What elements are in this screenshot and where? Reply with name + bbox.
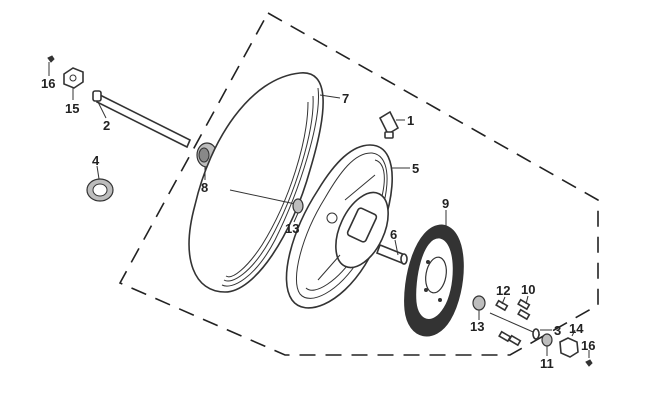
callout-8: 8 bbox=[201, 180, 208, 195]
wheel-rim bbox=[285, 144, 393, 309]
callout-11: 11 bbox=[540, 356, 554, 371]
axle-nut bbox=[63, 67, 84, 89]
washer-3 bbox=[532, 328, 540, 340]
callout-6: 6 bbox=[390, 227, 397, 242]
nut-14 bbox=[559, 337, 579, 358]
callout-13-left: 13 bbox=[285, 221, 299, 236]
assembly-boundary bbox=[118, 11, 599, 356]
callout-13-right: 13 bbox=[470, 319, 484, 334]
tire-valve bbox=[378, 110, 400, 139]
axle bbox=[92, 90, 192, 149]
tire bbox=[188, 72, 324, 293]
callout-1: 1 bbox=[407, 113, 414, 128]
callout-12: 12 bbox=[496, 283, 510, 298]
callout-5: 5 bbox=[412, 161, 419, 176]
collar bbox=[375, 243, 408, 265]
callout-9: 9 bbox=[442, 196, 449, 211]
bolt-set bbox=[489, 298, 541, 347]
callout-7: 7 bbox=[342, 91, 349, 106]
callout-labels: 16 15 2 4 8 7 1 5 13 6 9 12 10 13 3 11 1… bbox=[41, 76, 595, 371]
callout-4: 4 bbox=[92, 153, 100, 168]
callout-16-right: 16 bbox=[581, 338, 595, 353]
cotter-pin-left bbox=[47, 55, 55, 63]
callout-3: 3 bbox=[554, 323, 561, 338]
callout-14: 14 bbox=[569, 321, 584, 336]
callout-15: 15 bbox=[65, 101, 79, 116]
callout-10: 10 bbox=[521, 282, 535, 297]
washer-11 bbox=[541, 333, 553, 347]
brake-disc bbox=[404, 224, 464, 337]
leader-lines bbox=[48, 62, 590, 358]
bearing-left bbox=[292, 198, 304, 214]
spacer-ring bbox=[86, 178, 114, 202]
callout-16-left: 16 bbox=[41, 76, 55, 91]
bearing-right bbox=[472, 295, 486, 311]
callout-2: 2 bbox=[103, 118, 110, 133]
cotter-pin-right bbox=[585, 359, 593, 367]
